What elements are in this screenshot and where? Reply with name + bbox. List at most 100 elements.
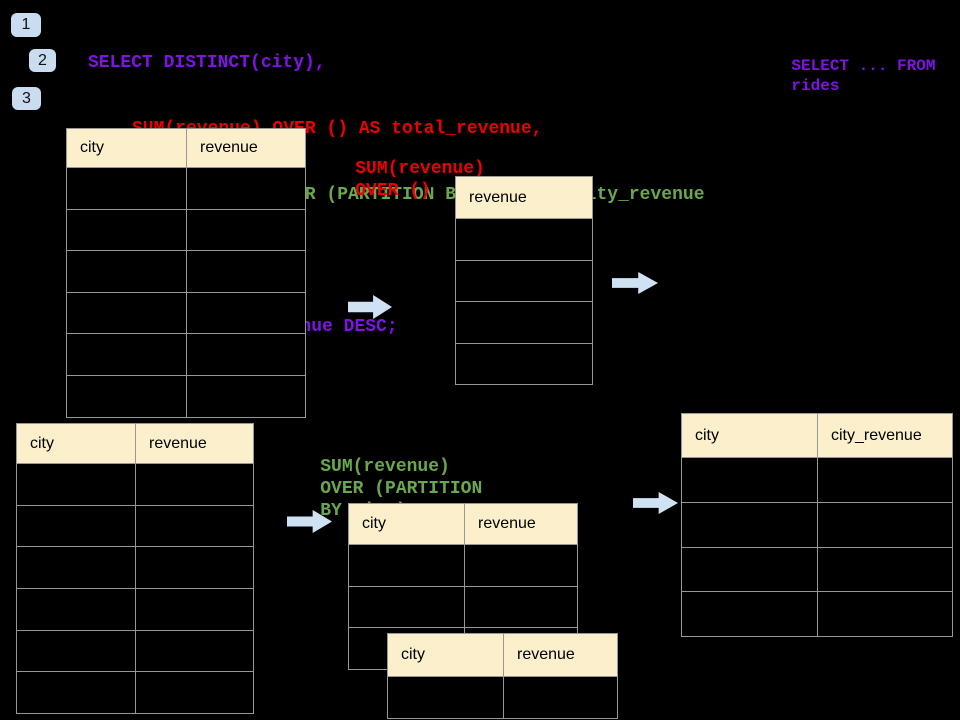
empty-cell [681, 501, 818, 548]
empty-cell [186, 374, 306, 418]
table-row [16, 671, 254, 715]
empty-cell [817, 457, 953, 503]
empty-cell [681, 546, 818, 593]
side-note-line2: rides [791, 77, 840, 95]
column-header-city: city [387, 633, 504, 677]
empty-cell [186, 167, 306, 210]
column-header-city: city [348, 503, 465, 545]
empty-cell [455, 218, 593, 261]
table-total-result: revenue [455, 176, 593, 385]
empty-cell [387, 676, 504, 719]
column-header-revenue: revenue [135, 423, 254, 464]
empty-cell [16, 671, 136, 715]
table-row [681, 591, 953, 638]
empty-cell [16, 588, 136, 631]
table-row [66, 374, 306, 418]
column-header-city_revenue: city_revenue [817, 413, 953, 458]
empty-cell [66, 250, 187, 293]
side-note-line1: SELECT ... FROM [791, 57, 936, 75]
empty-cell [455, 259, 593, 302]
empty-cell [186, 291, 306, 335]
empty-cell [503, 676, 618, 719]
empty-cell [66, 167, 187, 210]
step-badge-2: 2 [29, 49, 56, 72]
label-partition-line2: OVER (PARTITION [320, 479, 483, 499]
column-header-revenue: revenue [455, 176, 593, 219]
step-badge-1-label: 1 [21, 16, 31, 33]
table-row [348, 585, 578, 629]
empty-cell [135, 588, 254, 631]
table-row [16, 504, 254, 548]
label-total-line2: OVER () [355, 181, 431, 201]
table-row [16, 588, 254, 631]
table-row [16, 546, 254, 590]
table-row [16, 629, 254, 673]
label-total-line1: SUM(revenue) [355, 159, 485, 179]
data-table: revenue [455, 176, 593, 385]
column-header-city: city [681, 413, 818, 458]
empty-cell [455, 301, 593, 344]
table-row [66, 167, 306, 210]
table-row [16, 463, 254, 506]
empty-cell [817, 546, 953, 593]
empty-cell [464, 585, 578, 629]
empty-cell [66, 374, 187, 418]
step-badge-2-label: 2 [38, 51, 47, 69]
label-sum-over-total: SUM(revenue) OVER () [312, 136, 485, 224]
table-row [387, 676, 618, 719]
empty-cell [135, 671, 254, 715]
empty-cell [135, 546, 254, 590]
empty-cell [464, 544, 578, 587]
empty-cell [186, 333, 306, 376]
step-badge-3-label: 3 [22, 89, 31, 107]
empty-cell [681, 457, 818, 503]
column-header-revenue: revenue [503, 633, 618, 677]
sql-line-select: SELECT DISTINCT(city), [88, 53, 326, 73]
empty-cell [135, 504, 254, 548]
column-header-revenue: revenue [186, 128, 306, 168]
empty-cell [348, 544, 465, 587]
step-badge-3: 3 [12, 87, 41, 110]
empty-cell [16, 546, 136, 590]
table-row [681, 546, 953, 593]
table-row [66, 333, 306, 376]
arrow-right-icon-partition-to-result [633, 492, 678, 514]
table-row [455, 259, 593, 302]
table-row [455, 218, 593, 261]
empty-cell [66, 291, 187, 335]
step-badge-1: 1 [11, 13, 41, 37]
table-row [66, 208, 306, 252]
empty-cell [681, 591, 818, 638]
empty-cell [66, 333, 187, 376]
table-row [66, 250, 306, 293]
table-row [681, 457, 953, 503]
empty-cell [66, 208, 187, 252]
empty-cell [16, 504, 136, 548]
table-row [455, 301, 593, 344]
empty-cell [186, 250, 306, 293]
empty-cell [817, 591, 953, 638]
side-note-select-from-rides: SELECT ... FROM rides [753, 36, 935, 116]
empty-cell [16, 463, 136, 506]
table-row [455, 342, 593, 385]
empty-cell [455, 342, 593, 385]
empty-cell [135, 463, 254, 506]
column-header-city: city [66, 128, 187, 168]
table-row [681, 501, 953, 548]
empty-cell [348, 585, 465, 629]
table-row [348, 544, 578, 587]
